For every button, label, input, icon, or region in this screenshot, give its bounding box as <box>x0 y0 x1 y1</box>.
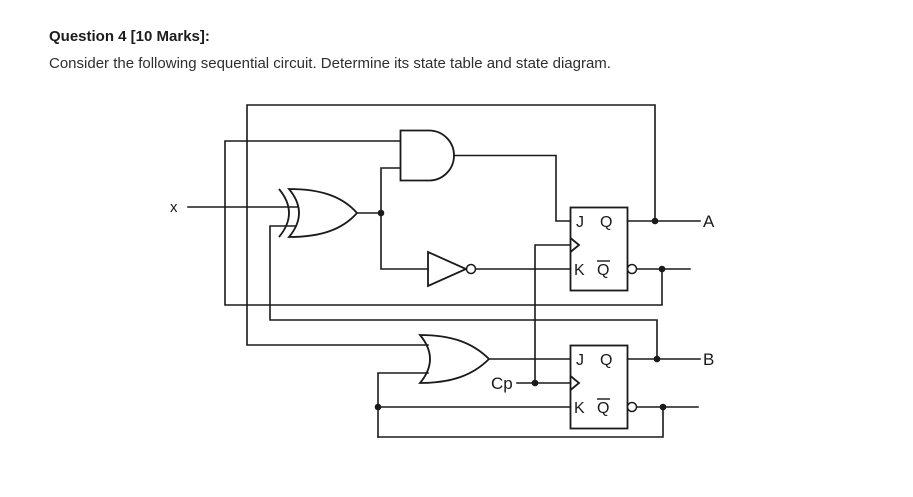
question-title: Question 4 [10 Marks]: <box>49 28 210 45</box>
or-gate-body <box>418 334 491 384</box>
wire-clock-to-a <box>534 244 572 384</box>
output-a-label: A <box>703 212 715 231</box>
flip-flop-a-qbar-label: Q <box>597 262 609 279</box>
and-gate-body <box>399 129 455 182</box>
flip-flop-a-k-label: K <box>574 262 585 279</box>
flip-flop-b-k-label: K <box>574 400 585 417</box>
wire-qbar-a-feedback <box>224 140 663 306</box>
flip-flop-a-qbar-bubble <box>626 263 638 275</box>
flip-flop-b-box <box>569 344 629 430</box>
wire-or-bottom-input <box>377 372 429 438</box>
flip-flop-b-qbar-label: Q <box>597 400 609 417</box>
wire-a-feedback-to-or <box>246 104 656 346</box>
flip-flop-b-qbar-bubble <box>626 401 638 413</box>
gates <box>278 129 491 384</box>
flip-flop-b: J Q K Q <box>569 344 638 430</box>
flip-flop-a-j-label: J <box>576 214 584 231</box>
junction-dots <box>374 209 667 411</box>
xor-gate-body <box>287 188 359 238</box>
flip-flop-a-box <box>569 206 629 292</box>
junction-dot-qbar-b <box>659 403 667 411</box>
and-gate <box>399 129 455 182</box>
flip-flop-a-clock-chevron-icon <box>569 237 581 253</box>
wire-and-to-j-a <box>453 154 572 222</box>
question-subtitle: Consider the following sequential circui… <box>49 55 611 72</box>
wire-branch-and-not <box>380 167 429 270</box>
or-gate <box>418 334 491 384</box>
xor-gate-rear-arc <box>278 188 290 238</box>
flip-flop-b-clock-chevron-icon <box>569 375 581 391</box>
junction-dot-cp <box>531 379 539 387</box>
flip-flop-b-q-label: Q <box>600 352 612 369</box>
flip-flop-a-q-label: Q <box>600 214 612 231</box>
junction-dot-a-line <box>651 217 659 225</box>
wires <box>187 104 701 438</box>
junction-dot-b-line <box>653 355 661 363</box>
output-b-label: B <box>703 350 714 369</box>
wire-qbar-b-loop <box>377 406 664 438</box>
flip-flop-b-j-label: J <box>576 352 584 369</box>
wire-q-b-feedback-to-xor <box>269 225 658 360</box>
junction-dot-k-b <box>374 403 382 411</box>
input-x-label: x <box>170 199 178 216</box>
not-gate-body <box>427 250 469 288</box>
clock-cp-label: Cp <box>491 374 513 393</box>
junction-dot-qbar-a <box>658 265 666 273</box>
not-gate <box>427 250 477 288</box>
not-gate-bubble <box>465 263 477 275</box>
junction-dot-xor-output <box>377 209 385 217</box>
signal-labels: x A B Cp <box>170 199 715 393</box>
xor-gate <box>278 188 359 238</box>
flip-flop-a: J Q K Q <box>569 206 638 292</box>
